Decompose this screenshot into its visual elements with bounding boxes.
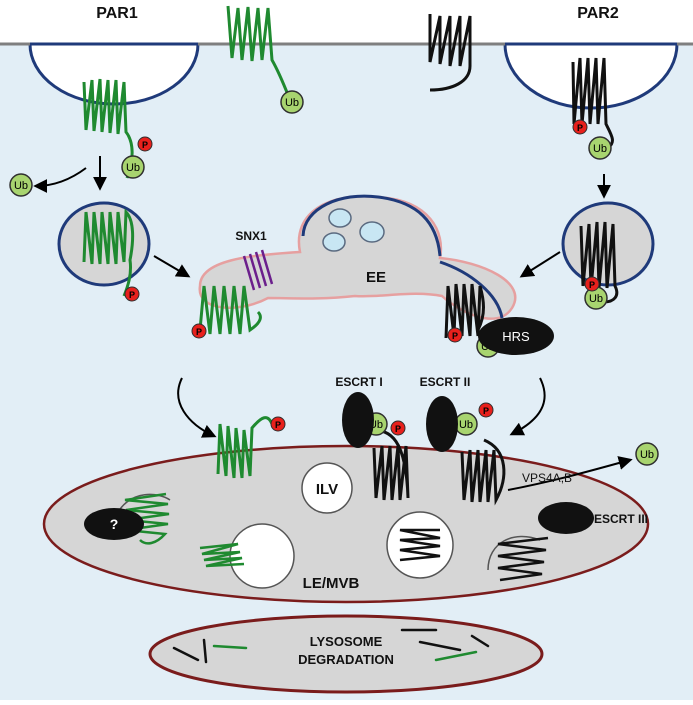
- par2-invagination: [503, 42, 679, 110]
- svg-text:P: P: [275, 420, 281, 430]
- svg-text:Ub: Ub: [459, 419, 473, 431]
- hrs-complex: [478, 317, 554, 355]
- ee-intraluminal-vesicle: [359, 221, 385, 243]
- extracellular-space: [0, 0, 693, 44]
- early-endosome-coat: [301, 194, 442, 257]
- svg-text:Ub: Ub: [593, 143, 607, 155]
- ilv-vesicle: [386, 511, 454, 579]
- snx1-label: SNX1: [235, 229, 267, 243]
- svg-text:P: P: [196, 327, 202, 337]
- svg-text:P: P: [483, 406, 489, 416]
- unknown-factor: [84, 508, 144, 540]
- par2-receptor: [444, 283, 485, 339]
- snx1-coat: [242, 249, 274, 291]
- phosphate-icon: P: [270, 416, 286, 432]
- par1-receptor: [226, 5, 292, 101]
- escrt-i-complex: [342, 392, 374, 448]
- par2-receptor: [571, 57, 614, 150]
- par2-receptor: [428, 14, 472, 92]
- svg-text:P: P: [129, 290, 135, 300]
- ilv-budding: [117, 493, 171, 513]
- par2-receptor-ilv: [497, 536, 549, 582]
- escrt-i-label: ESCRT I: [335, 375, 382, 389]
- par1-label: PAR1: [96, 5, 138, 22]
- phosphate-icon: P: [390, 420, 406, 436]
- ubiquitin-icon: Ub: [9, 173, 33, 197]
- vps4-label: VPS4A,B: [522, 471, 572, 485]
- ee-intraluminal-vesicle: [328, 208, 352, 228]
- lysosome: [148, 614, 544, 694]
- phosphate-icon: P: [124, 286, 140, 302]
- ilv-label: ILV: [316, 481, 338, 498]
- ee-intraluminal-vesicle: [322, 232, 346, 252]
- svg-text:P: P: [589, 280, 595, 290]
- par1-endocytic-vesicle: [57, 201, 151, 287]
- par2-receptor-ilv: [399, 528, 441, 562]
- lysosome-label: LYSOSOME: [310, 634, 383, 649]
- svg-text:P: P: [577, 123, 583, 133]
- svg-text:Ub: Ub: [589, 293, 603, 305]
- ee-label: EE: [366, 269, 386, 286]
- ilv-vesicle: [301, 462, 353, 514]
- phosphate-icon: P: [447, 327, 463, 343]
- escrt-iii-complex: [538, 502, 594, 534]
- svg-text:Ub: Ub: [126, 162, 140, 174]
- ilv-vesicle: [229, 523, 295, 589]
- degraded-fragments: [172, 628, 490, 664]
- par1-receptor-ilv: [199, 542, 245, 568]
- par2-receptor: [460, 438, 506, 506]
- escrt-iii-label: ESCRT III: [594, 512, 648, 526]
- svg-text:P: P: [142, 140, 148, 150]
- hrs-domain-membrane: [439, 260, 504, 319]
- svg-text:P: P: [395, 424, 401, 434]
- ubiquitin-icon: Ub: [588, 136, 612, 160]
- phosphate-icon: P: [572, 119, 588, 135]
- escrt-ii-complex: [426, 396, 458, 452]
- par1-receptor: [82, 208, 135, 297]
- svg-text:P: P: [452, 331, 458, 341]
- ubiquitin-icon: Ub: [584, 286, 608, 310]
- par2-receptor: [371, 428, 410, 501]
- par1-receptor: [216, 416, 274, 479]
- par1-receptor: [198, 285, 262, 335]
- phosphate-icon: P: [137, 136, 153, 152]
- ubiquitin-icon: Ub: [280, 90, 304, 114]
- svg-text:Ub: Ub: [14, 180, 28, 192]
- early-endosome: [198, 195, 517, 320]
- par2-label: PAR2: [577, 5, 619, 22]
- phosphate-icon: P: [584, 276, 600, 292]
- phosphate-icon: P: [478, 402, 494, 418]
- ubiquitin-icon: Ub: [635, 442, 659, 466]
- escrt-ii-label: ESCRT II: [420, 375, 471, 389]
- ubiquitin-icon: Ub: [121, 155, 145, 179]
- ubiquitin-icon: Ub: [454, 412, 478, 436]
- trafficking-arrows: [33, 156, 633, 491]
- phosphate-icon: P: [191, 323, 207, 339]
- question-mark-label: ?: [110, 516, 119, 532]
- ilv-budding: [487, 535, 541, 571]
- svg-text:Ub: Ub: [640, 449, 654, 461]
- le-mvb-label: LE/MVB: [303, 575, 360, 592]
- svg-text:Ub: Ub: [285, 97, 299, 109]
- hrs-label: HRS: [502, 329, 530, 344]
- late-endosome-mvb: [42, 444, 650, 604]
- degradation-label: DEGRADATION: [298, 652, 394, 667]
